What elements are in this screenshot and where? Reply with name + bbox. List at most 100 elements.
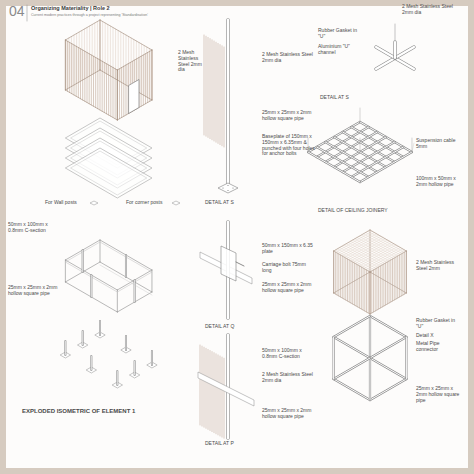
stroke — [349, 260, 350, 302]
plate — [218, 183, 238, 193]
stroke — [397, 256, 398, 298]
stroke — [334, 337, 370, 358]
part-label: 2 Mesh Stainless Steel 2mm dia — [262, 372, 317, 384]
bolt-hole — [222, 187, 223, 188]
stroke — [334, 251, 370, 272]
stroke — [405, 337, 407, 379]
stroke — [354, 263, 355, 305]
stroke — [110, 66, 111, 116]
stroke — [333, 337, 335, 379]
stroke — [92, 25, 93, 75]
stroke — [208, 349, 209, 429]
sheet-number: 04 — [9, 3, 29, 19]
stroke — [370, 337, 406, 358]
stroke — [380, 266, 381, 308]
stroke — [412, 143, 414, 152]
stroke — [335, 252, 336, 294]
stroke — [134, 280, 135, 302]
part-label: 50mm x 100mm x 0.8mm C-section — [8, 222, 60, 234]
stroke — [117, 70, 118, 120]
stroke — [395, 58, 414, 69]
stroke — [385, 263, 386, 305]
stroke — [333, 251, 334, 293]
stroke — [27, 5, 28, 21]
part-label: Rubber Gasket in "U" — [416, 318, 461, 330]
stroke — [334, 379, 370, 400]
stroke — [344, 257, 345, 299]
stroke — [395, 47, 414, 58]
stroke — [334, 358, 370, 379]
plate — [71, 151, 147, 195]
part-label: Metal Pipe connector — [416, 341, 461, 353]
plate — [90, 201, 98, 205]
stroke — [376, 58, 395, 69]
stroke — [376, 47, 395, 58]
stroke — [214, 41, 215, 141]
stroke — [104, 63, 105, 113]
stroke — [337, 253, 338, 295]
stroke — [370, 316, 406, 337]
stroke — [370, 358, 406, 379]
stroke — [226, 20, 230, 185]
stroke — [117, 50, 152, 70]
stroke — [368, 250, 404, 271]
stroke — [370, 293, 406, 314]
part-label: Detail X — [416, 333, 456, 339]
part-label: 50mm x 150mm x 6.35 plate — [262, 243, 317, 255]
stroke — [222, 357, 223, 437]
stroke — [220, 356, 221, 436]
stroke — [90, 356, 92, 370]
stroke — [382, 265, 383, 307]
stroke — [214, 353, 215, 433]
stroke — [308, 152, 360, 182]
stroke — [359, 266, 360, 308]
stroke — [78, 48, 79, 98]
stroke — [210, 39, 211, 139]
stroke — [360, 138, 361, 152]
stroke — [82, 50, 83, 100]
stroke — [112, 68, 113, 118]
stroke — [363, 268, 364, 310]
stroke — [91, 356, 92, 370]
part-label: 2 Mesh Stainless Steel 2mm dia — [178, 50, 206, 73]
part-label: 50mm x 100mm x 0.8mm C-section — [262, 348, 317, 360]
stroke — [369, 358, 371, 400]
stroke — [369, 316, 371, 358]
stroke — [368, 271, 369, 313]
bolt-hole — [227, 185, 228, 186]
stroke — [370, 272, 371, 314]
stroke — [65, 90, 117, 120]
stroke — [224, 358, 225, 438]
part-label: Carriage bolt 75mm long — [262, 262, 312, 274]
stroke — [105, 23, 106, 73]
part-label: 2 Mesh Stainless Steel 2mm — [416, 260, 461, 272]
part-label: 25mm x 25mm x 2mm hollow square pipe — [262, 110, 317, 122]
stroke — [366, 270, 367, 312]
part-label: 100mm x 50mm x 2mm hollow pipe — [416, 176, 464, 188]
stroke — [360, 152, 412, 182]
stroke — [216, 354, 217, 434]
stroke — [134, 361, 135, 375]
stroke — [100, 20, 152, 50]
stroke — [125, 255, 126, 277]
stroke — [393, 42, 396, 58]
stroke — [146, 47, 147, 97]
stroke — [102, 61, 103, 111]
plate — [129, 80, 139, 114]
stroke — [334, 379, 370, 400]
stroke — [342, 256, 343, 298]
stroke — [370, 358, 406, 379]
part-label: 25mm x 25mm x 2mm hollow square pipe — [262, 282, 317, 294]
stroke — [151, 351, 153, 365]
stroke — [149, 51, 150, 101]
stroke — [123, 66, 124, 116]
stroke — [218, 43, 219, 143]
stroke — [210, 351, 211, 431]
bolt-hole — [227, 190, 228, 191]
stroke — [222, 46, 223, 146]
stroke — [66, 40, 67, 90]
stroke — [334, 358, 370, 379]
stroke — [100, 20, 101, 70]
stroke — [370, 272, 406, 293]
